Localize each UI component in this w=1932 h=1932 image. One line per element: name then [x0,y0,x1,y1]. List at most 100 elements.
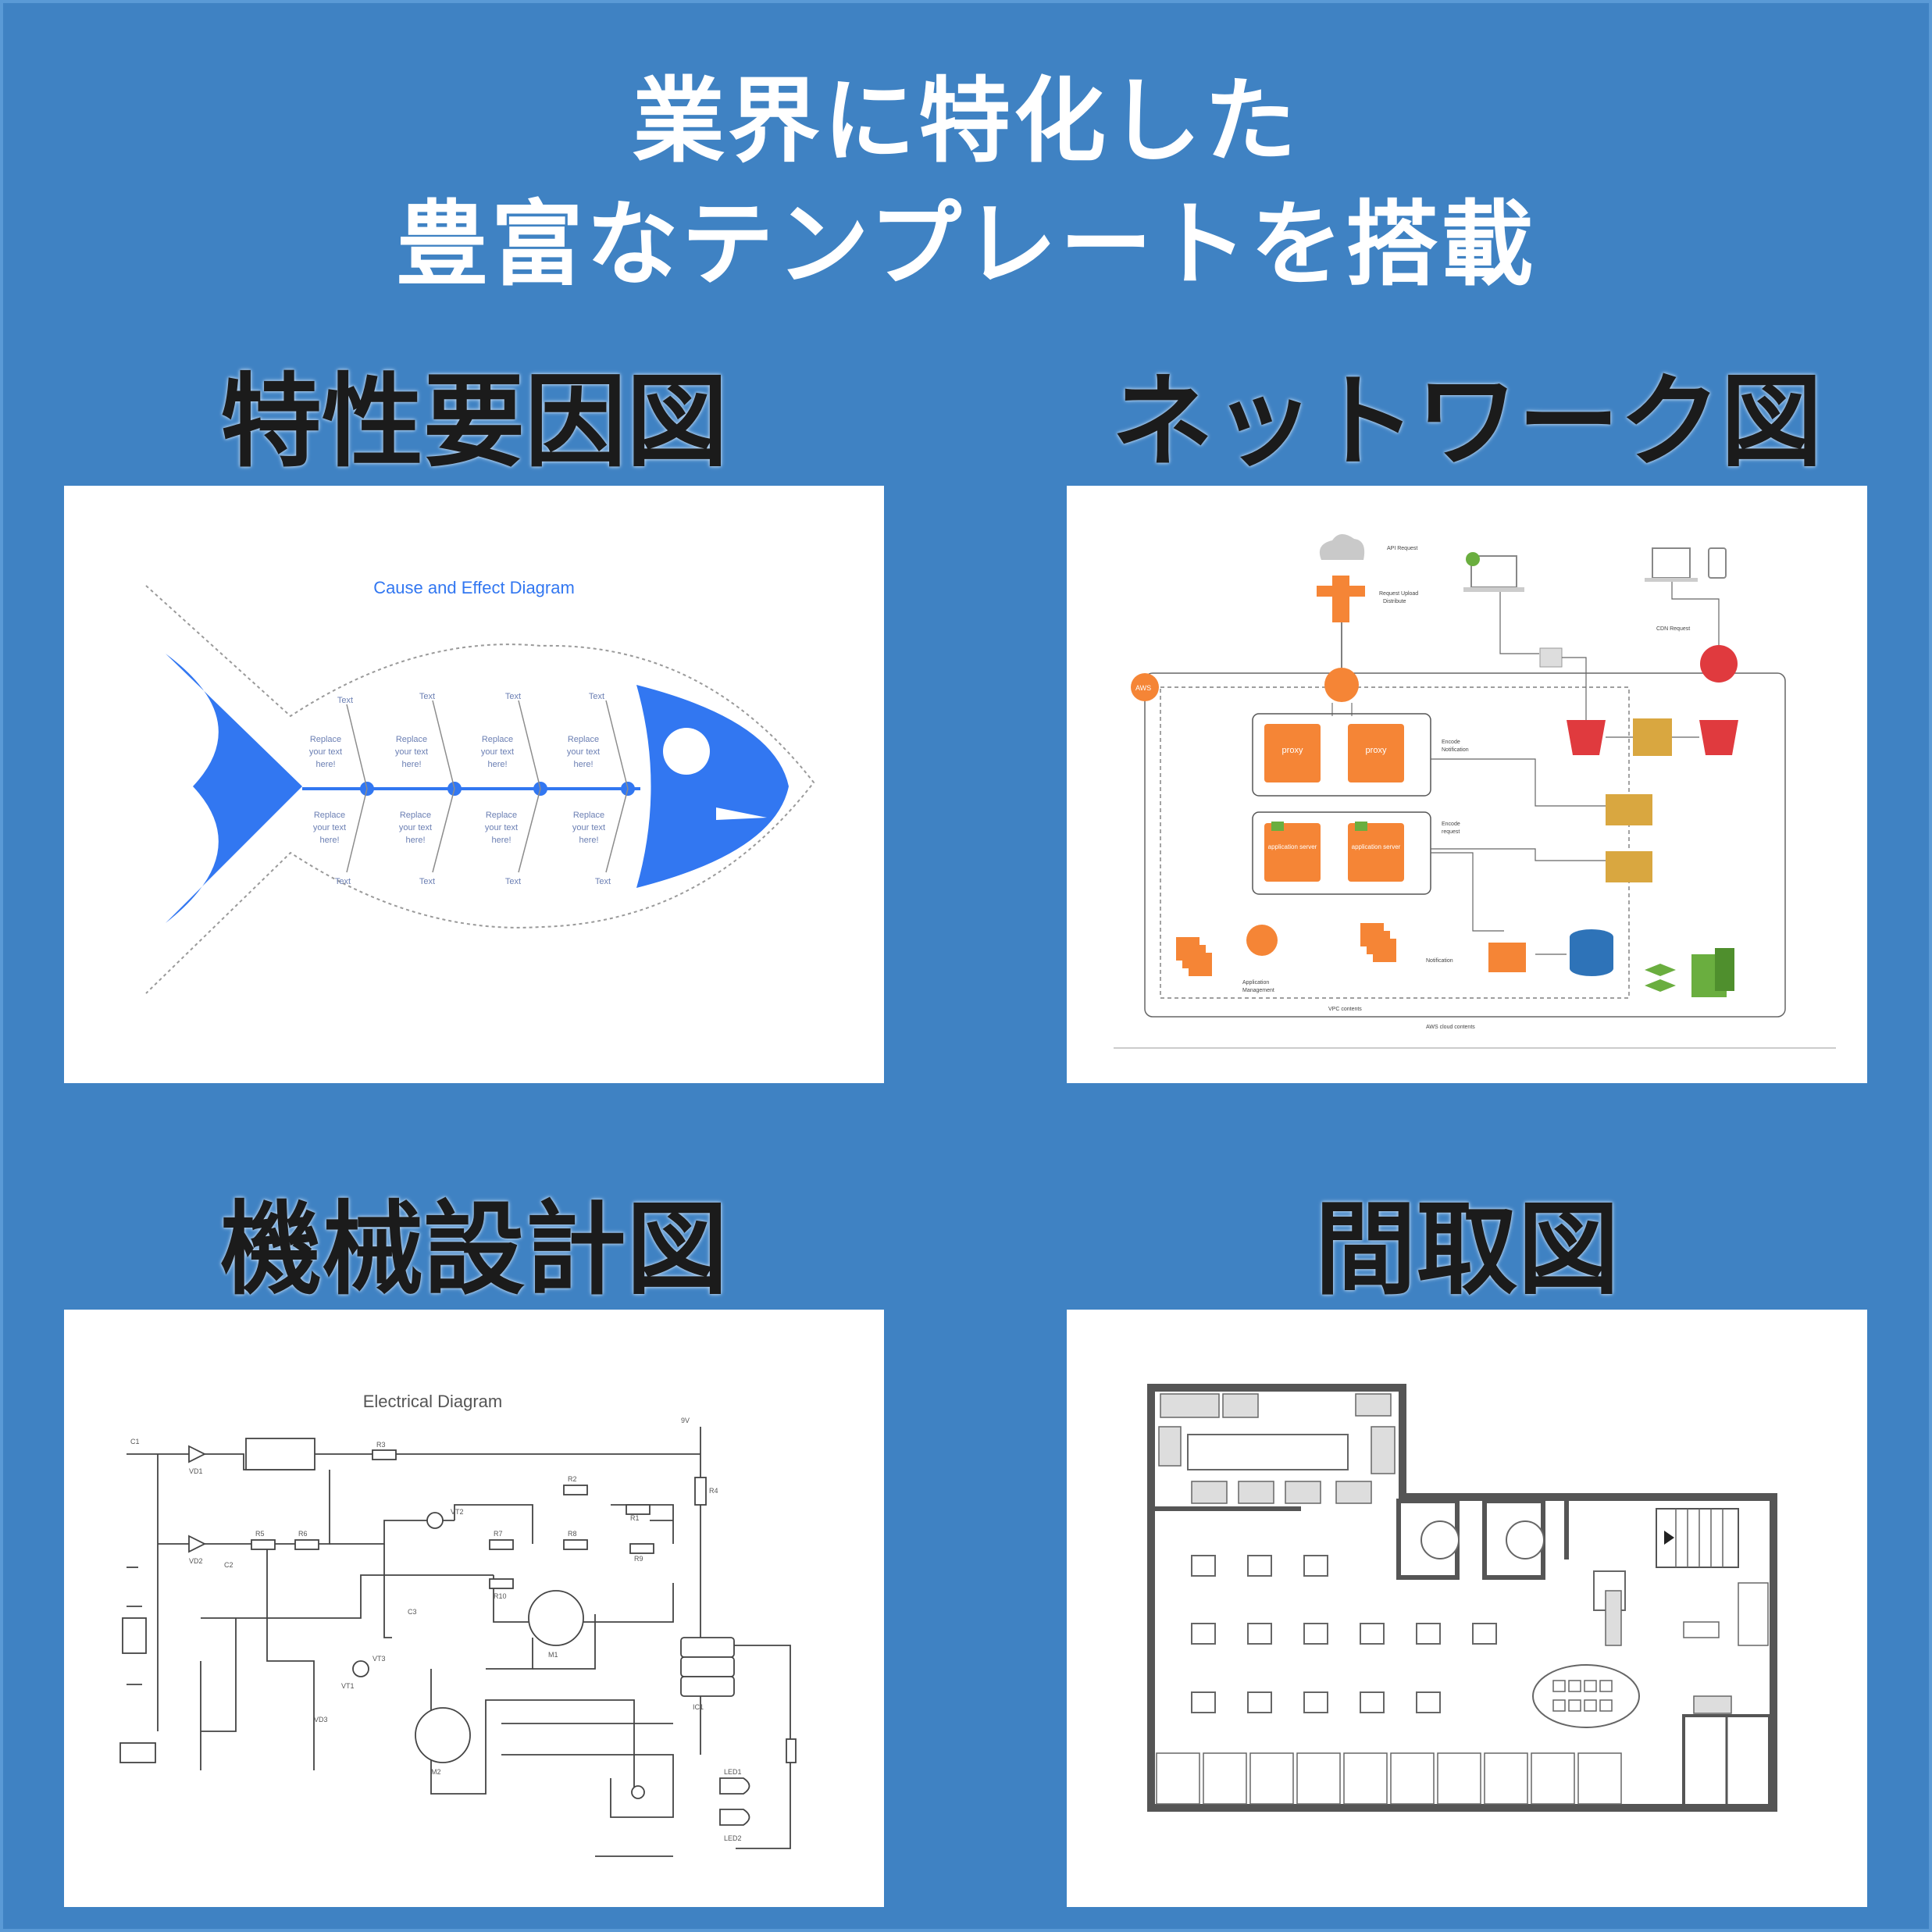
switch-box [122,1617,147,1654]
diode-vd1 [188,1445,207,1463]
svg-text:CDN Request: CDN Request [1656,626,1690,632]
svg-text:R3: R3 [376,1441,386,1449]
svg-text:R2: R2 [568,1475,577,1483]
stair-arrow-icon [1664,1531,1674,1545]
svg-text:here!: here! [579,836,598,845]
fishbone-diagram-title: Cause and Effect Diagram [373,578,575,597]
svg-text:VD2: VD2 [189,1557,203,1565]
fishbone-labels: Text Text Text Text Text Text Text Text … [309,692,611,886]
svg-text:R4: R4 [709,1487,718,1495]
app-server-1 [1264,823,1321,882]
green-stack-icon [1645,964,1676,976]
motor-m1 [528,1590,584,1646]
oval-table-chairs [1552,1680,1613,1712]
network-template-card[interactable]: API Request Request Upload Distribute CD… [1067,486,1867,1083]
svg-text:VT3: VT3 [372,1655,386,1663]
headline-line-2: 豊富なテンプレートを搭載 [395,191,1537,298]
svg-text:Encode: Encode [1442,822,1460,827]
svg-text:Replace: Replace [486,811,517,820]
svg-text:R9: R9 [634,1555,643,1563]
svg-text:R8: R8 [568,1530,577,1538]
fishbone-diagram: Cause and Effect Diagram Text Text Text … [145,578,815,994]
svg-text:Text: Text [595,877,611,886]
svg-text:here!: here! [573,760,593,769]
svg-text:VT1: VT1 [341,1682,355,1690]
booth-row [1156,1752,1622,1805]
svg-text:Application: Application [1242,980,1269,986]
svg-text:AWS: AWS [1135,684,1151,692]
svg-text:Replace: Replace [568,735,599,744]
svg-text:M2: M2 [431,1768,441,1776]
elb-icon [1246,925,1278,956]
aws-gold-icon-2 [1606,794,1652,825]
kitchen-appliances [1158,1393,1396,1504]
svg-text:C3: C3 [408,1608,417,1616]
network-section-title: ネットワーク図 [1111,362,1823,481]
svg-text:9V: 9V [681,1417,690,1424]
svg-text:Notification: Notification [1442,747,1469,753]
download-icon [1700,645,1738,683]
fishbone-section-title: 特性要因図 [219,362,728,481]
svg-text:IC1: IC1 [693,1703,704,1711]
svg-text:your text: your text [572,823,605,832]
svg-text:R10: R10 [494,1592,507,1600]
resistor-r7 [489,1539,514,1550]
svg-text:Request Upload: Request Upload [1379,591,1418,597]
svg-text:Text: Text [337,696,353,705]
network-diagram: API Request Request Upload Distribute CD… [1114,533,1836,1049]
svg-text:Text: Text [419,692,435,701]
component-labels: R3 R2 R1 R4 R5 R6 R7 R8 R9 R10 C1 C2 C3 … [130,1417,742,1842]
svg-text:C2: C2 [224,1561,233,1569]
fish-tail [166,654,302,923]
resistor-r8 [563,1539,588,1550]
svg-text:proxy: proxy [1366,746,1387,755]
proxy-server-2 [1348,724,1404,782]
app-server-2 [1348,823,1404,882]
floorplan-section-title: 間取図 [1314,1190,1620,1309]
dining-tables [1191,1555,1497,1713]
proxy-server-1 [1264,724,1321,782]
svg-text:API Request: API Request [1387,546,1417,551]
svg-text:VPC contents: VPC contents [1328,1007,1362,1012]
phone-icon [1708,547,1727,579]
svg-text:R6: R6 [298,1530,308,1538]
svg-text:Replace: Replace [314,811,345,820]
mechanical-template-card[interactable]: Electrical Diagram [64,1310,884,1907]
stair-steps [1675,1509,1723,1567]
svg-text:request: request [1442,829,1460,835]
lamp [631,1785,645,1799]
fish-bones [346,700,629,873]
svg-text:R5: R5 [255,1530,265,1538]
aws-gold-icon-1 [1633,718,1672,756]
oval-table [1532,1664,1640,1728]
motor-m2 [415,1707,471,1763]
resistor-r2 [563,1485,588,1495]
resistor-r3 [372,1449,397,1460]
svg-text:R1: R1 [630,1514,640,1522]
cloud-icon [1319,533,1365,560]
floorplan-template-card[interactable] [1067,1310,1867,1907]
fishbone-template-card[interactable]: Cause and Effect Diagram Text Text Text … [64,486,884,1083]
s3-bucket-icon-2 [1699,720,1738,755]
svg-text:Replace: Replace [573,811,604,820]
transistor-vt1 [352,1660,369,1677]
svg-text:Replace: Replace [482,735,513,744]
svg-text:here!: here! [491,836,511,845]
svg-text:Notification: Notification [1426,958,1453,964]
svg-text:VT2: VT2 [451,1508,464,1516]
resistor-r6 [294,1539,319,1550]
sns-icon [1488,943,1526,972]
svg-text:Management: Management [1242,988,1274,993]
svg-text:LED1: LED1 [724,1768,742,1776]
staircase [1656,1508,1739,1568]
svg-text:here!: here! [319,836,339,845]
svg-text:LED2: LED2 [724,1834,742,1842]
svg-text:here!: here! [401,760,421,769]
fish-head [636,685,789,888]
svg-text:R7: R7 [494,1530,503,1538]
resistor-r4 [694,1477,707,1506]
svg-text:application server: application server [1268,843,1317,850]
svg-text:application server: application server [1352,843,1401,850]
svg-text:your text: your text [399,823,432,832]
